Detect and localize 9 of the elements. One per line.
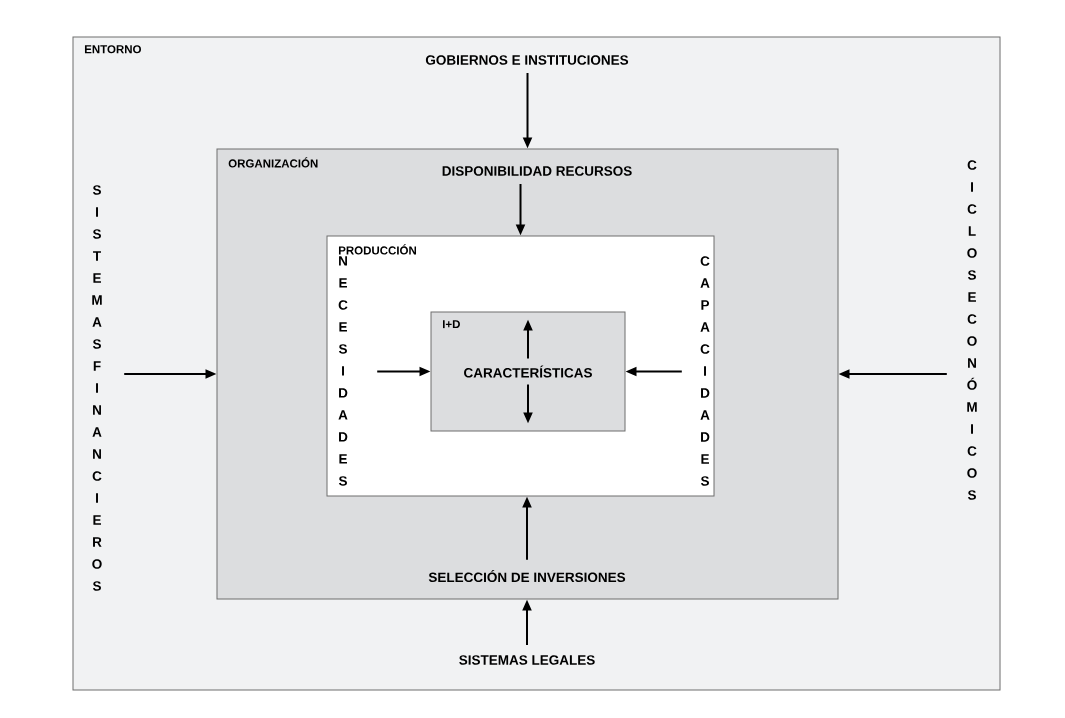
- factor-label: SISTEMAS LEGALES: [459, 655, 595, 665]
- factor-label: GOBIERNOS E INSTITUCIONES: [425, 55, 629, 65]
- factor-label: DISPONIBILIDAD RECURSOS: [442, 166, 632, 176]
- factor-label: SELECCIÓN DE INVERSIONES: [428, 569, 626, 583]
- vertical-label: NECESIDADES: [338, 256, 348, 486]
- core-box: I+D CARACTERÍSTICAS: [430, 311, 626, 432]
- vertical-label: CICLOS ECONÓMICOS: [967, 160, 977, 500]
- vertical-label: SISTEMAS FINANCIEROS: [92, 185, 102, 591]
- vertical-label: CAPACIDADES: [700, 256, 710, 486]
